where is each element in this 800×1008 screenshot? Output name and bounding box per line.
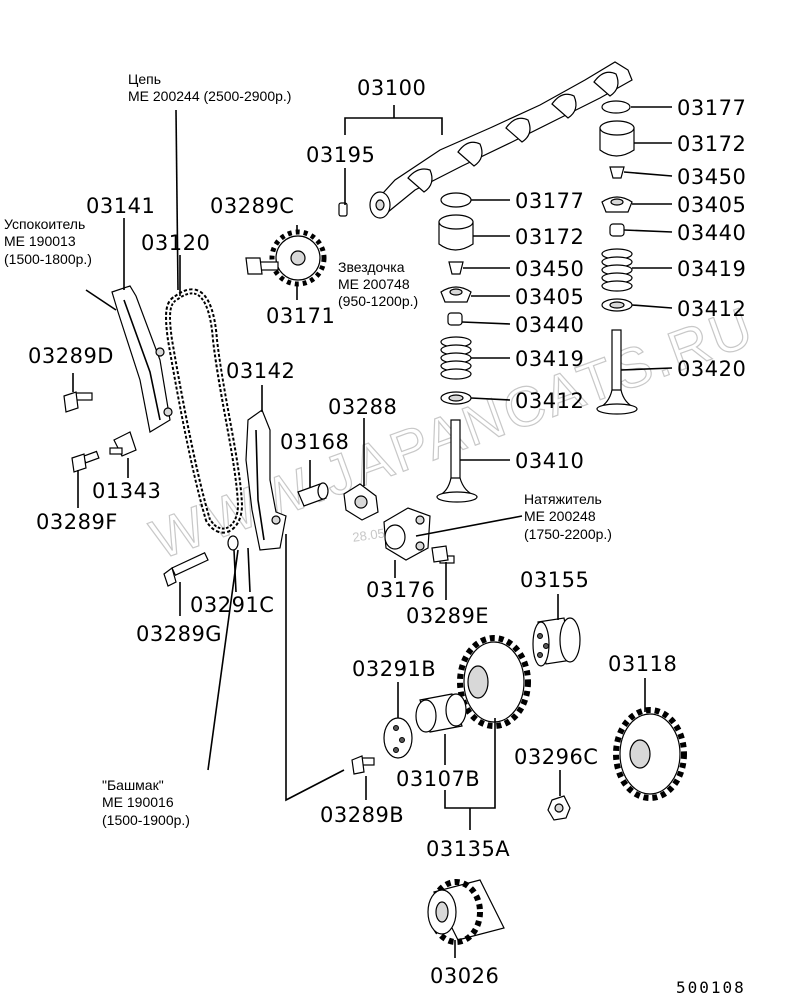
gear-03026 [427,879,505,945]
bolt-03289B [351,755,375,775]
label-03142: 03142 [226,359,295,383]
note-shoe-line-1: "Башмак" [102,777,164,793]
chain-guide-shoe [245,409,287,551]
label-03450-right: 03450 [677,165,746,189]
label-03419-right: 03419 [677,257,746,281]
gear-03118 [613,707,687,801]
chain-damper [111,285,173,433]
label-03168: 03168 [280,430,349,454]
note-chain-line-1: Цепь [128,71,161,87]
label-03172-right: 03172 [677,132,746,156]
label-03171: 03171 [266,304,335,328]
label-03410: 03410 [515,449,584,473]
note-sprocket-line-1: Звездочка [338,259,405,275]
bearing-03155 [532,617,581,667]
label-03141: 03141 [86,194,155,218]
timing-chain [165,288,244,534]
label-03405-mid: 03405 [515,285,584,309]
label-03177-mid: 03177 [515,189,584,213]
note-chain-line-2: ME 200244 (2500-2900р.) [128,88,291,104]
valve-spring-intake [440,336,472,380]
chain-tensioner [383,507,431,561]
label-03412-right: 03412 [677,297,746,321]
note-damper-line-3: (1500-1800р.) [4,251,92,267]
note-damper-line-2: ME 190013 [4,233,76,249]
valve-spring-exhaust [601,248,633,292]
label-03177-right: 03177 [677,96,746,120]
bolt-03289D [63,391,93,413]
label-03289D: 03289D [28,344,114,368]
valve-intake [436,419,478,503]
note-sprocket: Звездочка ME 200748 (950-1200р.) [338,259,418,309]
valve-train-exhaust [596,100,638,415]
gasket-03288 [343,483,379,521]
sprocket [269,229,327,287]
note-tensioner: Натяжитель ME 200248 (1750-2200р.) [524,491,612,542]
note-damper-line-1: Успокоитель [4,216,85,232]
label-03155: 03155 [520,568,589,592]
washer-03291C [227,535,239,551]
label-03289C: 03289C [210,194,294,218]
label-01343: 01343 [92,479,161,503]
label-03289E: 03289E [406,604,489,628]
note-chain: Цепь ME 200244 (2500-2900р.) [128,71,291,104]
label-03120: 03120 [141,231,210,255]
label-03291B: 03291B [352,657,436,681]
camshaft [369,61,633,219]
label-03172-mid: 03172 [515,225,584,249]
label-03026: 03026 [430,964,499,988]
label-03296C: 03296C [514,745,598,769]
bolt-03289F [71,450,100,473]
note-damper: Успокоитель ME 190013 (1500-1800р.) [4,216,92,267]
note-tensioner-line-3: (1750-2200р.) [524,526,612,542]
part-labels: 03100 03195 03177 03172 03450 03405 0344… [28,76,746,988]
valve-exhaust [596,329,638,415]
bushing-03107B [415,693,467,733]
nut-03296C [547,795,571,821]
label-03135A: 03135A [426,837,510,861]
label-03412-mid: 03412 [515,389,584,413]
valve-train-intake [436,192,478,503]
label-03289F: 03289F [36,510,118,534]
note-shoe-line-2: ME 190016 [102,794,174,810]
label-03289G: 03289G [136,622,222,646]
note-sprocket-line-3: (950-1200р.) [338,293,418,309]
label-03419-mid: 03419 [515,347,584,371]
leader-lines [72,105,673,958]
label-03288: 03288 [328,395,397,419]
label-03176: 03176 [366,578,435,602]
note-shoe: "Башмак" ME 190016 (1500-1900р.) [102,777,190,828]
label-03405-right: 03405 [677,193,746,217]
gear-03135A [457,635,531,729]
label-03291C: 03291C [190,593,274,617]
label-03440-mid: 03440 [515,313,584,337]
label-03450-mid: 03450 [515,257,584,281]
stud-03289G [163,551,209,587]
pin-03168 [297,482,329,507]
figure-code: 500108 [676,978,746,997]
note-shoe-line-3: (1500-1900р.) [102,812,190,828]
bolt-03289E [431,545,455,564]
label-03195: 03195 [306,143,375,167]
bolt-03289C [245,257,279,275]
label-03118: 03118 [608,652,677,676]
label-03289B: 03289B [320,803,404,827]
plate-03291B [383,717,413,759]
label-03107B: 03107B [396,767,480,791]
bracket-01343 [109,431,137,457]
note-tensioner-line-1: Натяжитель [524,491,602,507]
note-tensioner-line-2: ME 200248 [524,508,596,524]
label-03420: 03420 [677,357,746,381]
note-sprocket-line-2: ME 200748 [338,276,410,292]
label-03440-right: 03440 [677,221,746,245]
pin [338,202,348,217]
label-03100: 03100 [357,76,426,100]
